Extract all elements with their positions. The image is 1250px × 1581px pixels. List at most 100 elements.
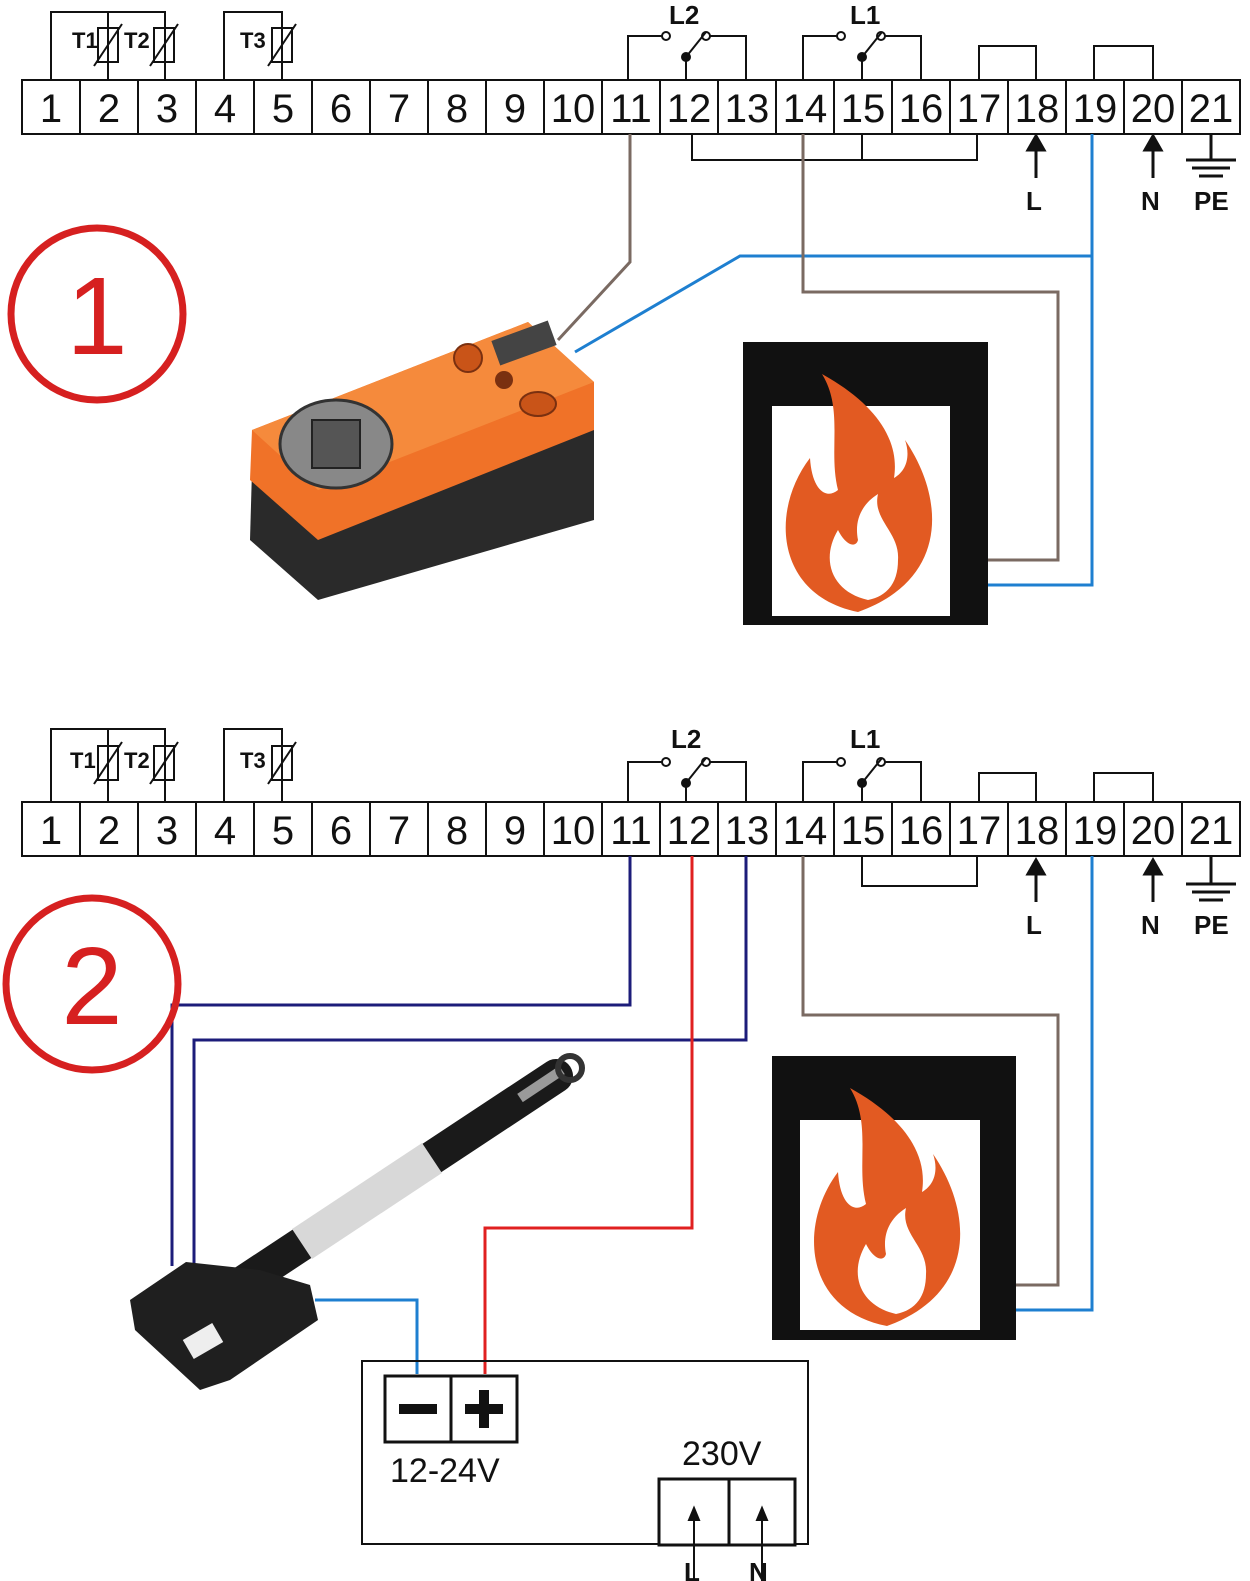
linear-actuator-image [130, 1053, 585, 1390]
sensor-label-t1: T1 [72, 28, 98, 53]
terminal-cell [1123, 79, 1183, 135]
terminal-number: 19 [1073, 809, 1118, 853]
diagram-number-2: 2 [61, 925, 122, 1048]
diagram-badge-2 [2, 894, 182, 1074]
sensor-group-2 [50, 728, 297, 802]
wire-navy-13 [192, 856, 748, 1266]
wire-blue-psu [315, 1298, 419, 1374]
wire-blue-19-detector [988, 256, 1094, 587]
wire-brown-11 [556, 134, 632, 342]
power-supply [361, 1360, 809, 1581]
terminal-number: 7 [388, 87, 410, 131]
terminal-cell [833, 801, 893, 857]
diagram-number-1: 1 [66, 255, 127, 378]
terminal-number: 19 [1073, 87, 1118, 131]
wire-brown-14-2 [801, 856, 1060, 1287]
sensor-label-t1-2: T1 [70, 748, 96, 773]
terminal-number: 4 [214, 809, 236, 853]
terminal-number: 7 [388, 809, 410, 853]
neutral-label-2: N [1141, 910, 1160, 940]
sensor-label-t3-2: T3 [240, 748, 266, 773]
terminal-cell [485, 79, 545, 135]
terminal-number: 3 [156, 87, 178, 131]
live-label-2: L [1026, 910, 1042, 940]
terminal-number: 18 [1015, 809, 1060, 853]
psu-minus-terminal [383, 1374, 453, 1444]
live-label: L [1026, 186, 1042, 216]
earth-label-2: PE [1194, 910, 1229, 940]
terminal-cell [137, 79, 197, 135]
terminal-cell [659, 79, 719, 135]
terminal-number: 10 [551, 87, 596, 131]
terminal-number: 2 [98, 809, 120, 853]
power-arrows-1 [1025, 132, 1236, 178]
terminal-number: 12 [667, 809, 712, 853]
terminal-number: 1 [40, 809, 62, 853]
mains-voltage-label: 230V [682, 1435, 762, 1473]
psu-voltage-label: 12-24V [390, 1452, 500, 1490]
wires-2 [170, 856, 1094, 1374]
wire-navy-11 [170, 856, 632, 1266]
terminal-number: 3 [156, 809, 178, 853]
terminal-cell [775, 801, 835, 857]
terminal-number: 5 [272, 87, 294, 131]
terminal-number: 14 [783, 87, 828, 131]
terminal-cell [369, 801, 429, 857]
terminal-cell [949, 801, 1009, 857]
terminal-number: 18 [1015, 87, 1060, 131]
relay-label-l2-2: L2 [671, 724, 701, 754]
terminal-number: 12 [667, 87, 712, 131]
terminal-cell [369, 79, 429, 135]
terminal-cell [717, 79, 777, 135]
terminal-number: 13 [725, 87, 770, 131]
terminal-number: 2 [98, 87, 120, 131]
fire-detector-2 [772, 1056, 1016, 1340]
wire-brown-14 [801, 134, 1060, 562]
terminal-cell [427, 801, 487, 857]
terminal-number: 16 [899, 809, 944, 853]
terminal-number: 5 [272, 809, 294, 853]
terminal-number: 20 [1131, 809, 1176, 853]
terminal-number: 14 [783, 809, 828, 853]
sensor-label-t2: T2 [124, 28, 150, 53]
damper-actuator-image [250, 320, 594, 600]
terminal-number: 8 [446, 87, 468, 131]
mains-live-label: L [684, 1557, 700, 1581]
terminal-cell [1181, 79, 1241, 135]
relay-group-1 [627, 31, 1154, 161]
terminal-cell [79, 79, 139, 135]
terminal-cell [891, 79, 951, 135]
terminal-number: 20 [1131, 87, 1176, 131]
wire-blue-19 [574, 134, 1094, 354]
earth-label: PE [1194, 186, 1229, 216]
neutral-label: N [1141, 186, 1160, 216]
sensor-label-t3: T3 [240, 28, 266, 53]
terminal-number: 15 [841, 809, 886, 853]
terminal-number: 11 [610, 809, 652, 853]
terminal-number: 17 [957, 809, 1002, 853]
wires-1 [556, 134, 1094, 587]
terminal-number: 13 [725, 809, 770, 853]
terminal-cell [195, 801, 255, 857]
terminal-cell [1181, 801, 1241, 857]
terminal-cell [1065, 79, 1125, 135]
sensor-label-t2-2: T2 [124, 748, 150, 773]
sensor-group-1 [50, 11, 297, 80]
relay-label-l2: L2 [669, 0, 699, 30]
terminal-cell [311, 79, 371, 135]
fire-detector-1 [743, 342, 988, 625]
terminal-number: 16 [899, 87, 944, 131]
power-arrows-2 [1025, 856, 1236, 902]
terminal-number: 9 [504, 87, 526, 131]
wire-red-12 [483, 856, 694, 1374]
terminal-cell [1123, 801, 1183, 857]
terminal-number: 6 [330, 809, 352, 853]
terminal-number: 17 [957, 87, 1002, 131]
terminal-cell [949, 79, 1009, 135]
mains-neutral-label: N [749, 1557, 768, 1581]
terminal-cell [427, 79, 487, 135]
diagram-badge-1 [7, 224, 187, 404]
